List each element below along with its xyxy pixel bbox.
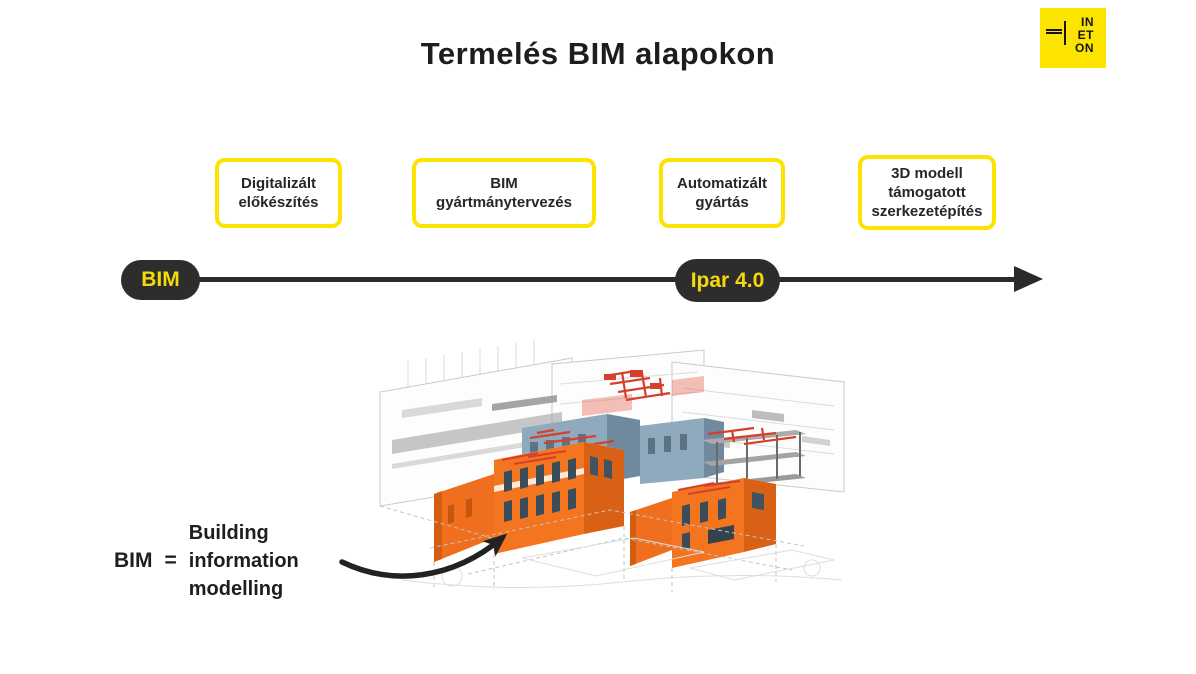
logo-wordmark: IN ET ON	[1075, 16, 1094, 55]
stage-label-line: gyártás	[695, 194, 749, 211]
stage-box-bim-gyartmanytervezes: BIM gyártmánytervezés	[412, 158, 596, 228]
logo-line-3: ON	[1075, 41, 1094, 55]
definition-line: Building	[188, 522, 269, 544]
stage-label-line: szerkezetépítés	[871, 203, 983, 220]
stage-label-line: BIM	[490, 175, 518, 192]
timeline-start-label: BIM	[141, 268, 180, 291]
definition-expansion: Building information modelling	[189, 519, 299, 603]
definition-equals: =	[164, 549, 177, 572]
timeline-arrowhead-icon	[1014, 266, 1043, 292]
stage-label-line: Automatizált	[677, 175, 767, 192]
logo-small-text	[1046, 29, 1062, 35]
curved-arrow-icon	[339, 533, 508, 579]
definition-line: information	[188, 550, 299, 572]
timeline-ipar40-pill: Ipar 4.0	[675, 259, 780, 302]
logo-bar	[1064, 21, 1066, 45]
bim-model-image	[379, 340, 845, 592]
bim-definition: BIM = Building information modelling	[114, 519, 299, 603]
logo-line-1: IN	[1081, 15, 1094, 29]
timeline-line	[160, 277, 1016, 282]
timeline-start-pill: BIM	[121, 260, 200, 300]
stage-label-line: gyártmánytervezés	[436, 194, 572, 211]
timeline-ipar40-label: Ipar 4.0	[690, 268, 765, 292]
definition-term: BIM	[114, 549, 153, 572]
stage-label-line: Digitalizált	[240, 175, 316, 192]
stage-label-line: támogatott	[888, 184, 966, 201]
logo-line-2: ET	[1077, 28, 1094, 42]
stage-box-3d-modell-szerkezetepites: 3D modell támogatott szerkezetépítés	[858, 155, 996, 230]
stage-label-line: 3D modell	[891, 165, 963, 182]
stage-label-line: előkészítés	[238, 194, 319, 211]
company-logo: IN ET ON	[1040, 8, 1106, 68]
page-title: Termelés BIM alapokon	[420, 36, 776, 71]
stage-box-automatizalt-gyartas: Automatizált gyártás	[659, 158, 785, 228]
stage-box-digitalizalt-elokeszites: Digitalizált előkészítés	[215, 158, 342, 228]
definition-line: modelling	[188, 578, 284, 600]
